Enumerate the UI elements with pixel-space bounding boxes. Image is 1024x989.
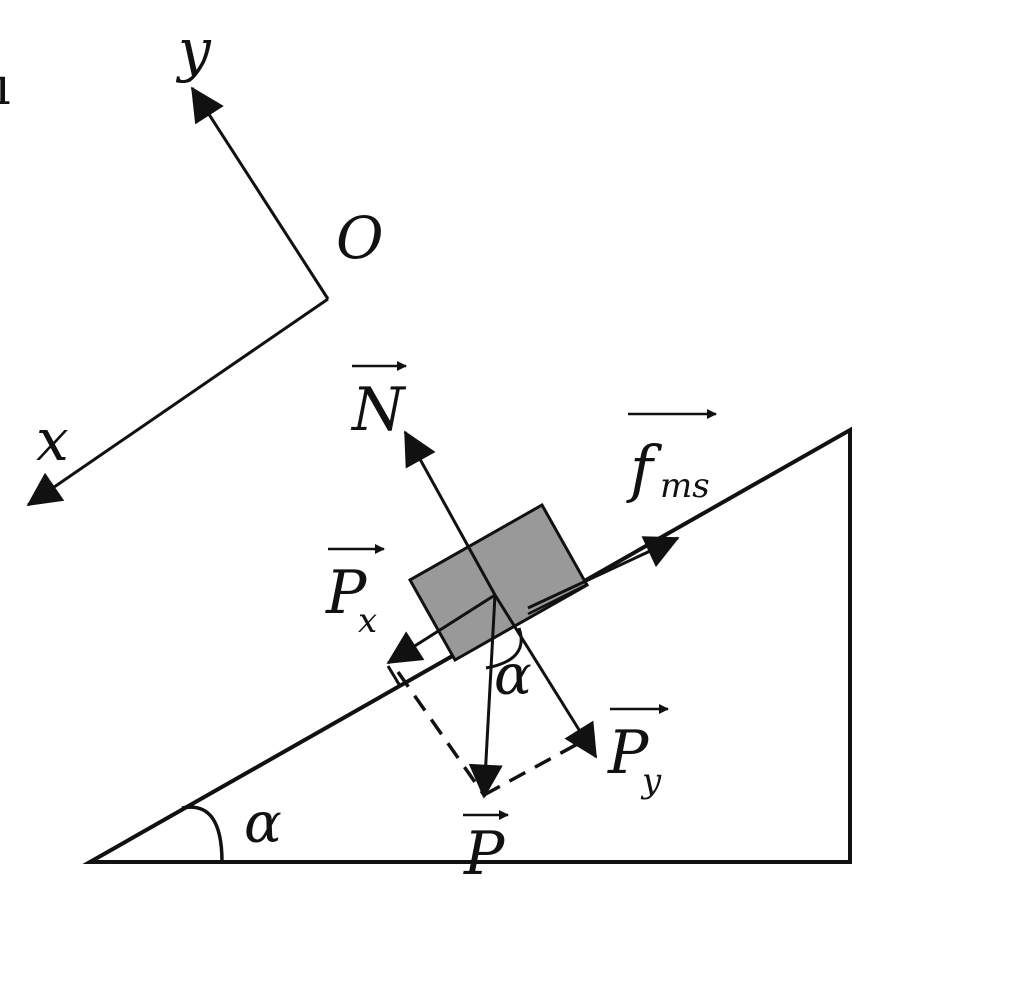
- normal-force-label: N: [350, 361, 407, 445]
- weight-y-symbol: P: [607, 718, 650, 788]
- block-angle-label: α: [494, 643, 532, 708]
- block-body: [407, 502, 590, 663]
- weight-y-subscript: y: [640, 761, 662, 801]
- weight-force-arrow: [468, 594, 503, 799]
- y-axis-label: y: [175, 16, 212, 84]
- weight-label: P: [463, 810, 509, 889]
- weight-x-label: P x: [325, 544, 385, 641]
- right-angle-mark: [386, 665, 417, 689]
- force-labels: N f ms P x P y P: [325, 361, 717, 889]
- block-angle-arc: [485, 627, 523, 670]
- weight-x-component-arrow: [386, 593, 496, 665]
- x-axis-arrow: [26, 297, 329, 507]
- y-axis-arrow: [190, 86, 330, 300]
- friction-force-arrow: [527, 536, 680, 610]
- block: [407, 502, 590, 663]
- friction-force-symbol: f: [626, 432, 663, 505]
- friction-force-tail: [527, 582, 589, 616]
- dashed-line-px-to-p: [396, 670, 486, 797]
- weight-symbol: P: [463, 819, 506, 889]
- dashed-line-p-to-py: [483, 733, 595, 797]
- x-axis-label: x: [36, 406, 69, 474]
- incline-angle-arc: [181, 805, 224, 863]
- weight-x-symbol: P: [325, 558, 368, 628]
- force-vectors: α: [386, 430, 680, 799]
- friction-force-label: f ms: [626, 409, 717, 506]
- incline-angle-label: α: [244, 791, 282, 856]
- origin-label: O: [336, 204, 384, 272]
- cropped-edge-glyph: ı: [0, 57, 11, 117]
- weight-y-label: P y: [607, 704, 669, 801]
- normal-force-symbol: N: [350, 375, 407, 445]
- coordinate-axes: y x O: [26, 16, 384, 507]
- weight-y-component-arrow: [493, 594, 598, 759]
- weight-x-subscript: x: [358, 601, 377, 641]
- friction-force-subscript: ms: [660, 466, 710, 506]
- normal-force-arrow: [403, 430, 497, 596]
